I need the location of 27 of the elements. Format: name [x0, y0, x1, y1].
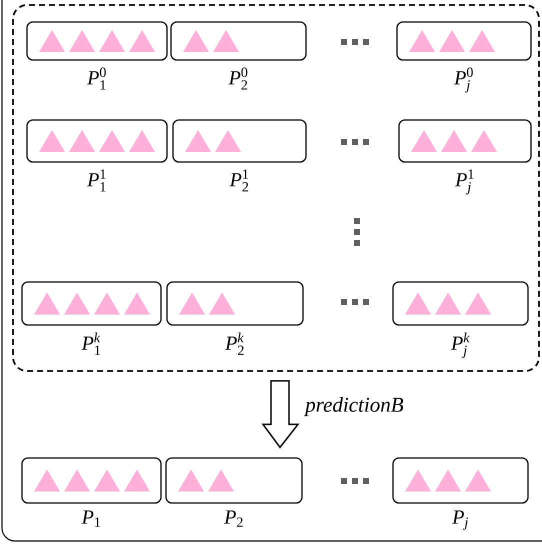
variable-label: $P_1^0$	[87, 68, 106, 90]
triangle-box	[166, 281, 304, 326]
variable-label: $P_1$	[82, 510, 100, 527]
triangle-box	[165, 457, 303, 504]
triangle-box	[392, 281, 529, 326]
dashed-group-box	[12, 4, 540, 372]
triangle-box	[26, 119, 168, 163]
triangle-box	[398, 119, 532, 163]
variable-label: $P_1^k$	[82, 332, 100, 355]
variable-label: $P_1^1$	[87, 170, 106, 192]
triangle-box	[392, 457, 529, 504]
triangle-box	[170, 21, 307, 61]
edge-label: predictionB	[304, 396, 405, 418]
triangle-box	[21, 281, 162, 326]
hollow-arrow	[262, 380, 300, 449]
variable-label: $P_2$	[224, 510, 243, 527]
triangle-box	[21, 457, 162, 504]
triangle-box	[26, 21, 168, 61]
variable-label: $P_2^k$	[225, 332, 244, 355]
variable-label: $P_2^1$	[230, 170, 248, 192]
variable-label: $P_2^0$	[228, 68, 248, 90]
variable-label: $P_j^0$	[454, 68, 473, 92]
triangle-box	[396, 21, 532, 61]
variable-label: $P_j^k$	[450, 332, 470, 358]
variable-label: $P_j$	[452, 510, 468, 530]
variable-label: $P_j^1$	[455, 170, 474, 194]
triangle-box	[172, 119, 307, 163]
